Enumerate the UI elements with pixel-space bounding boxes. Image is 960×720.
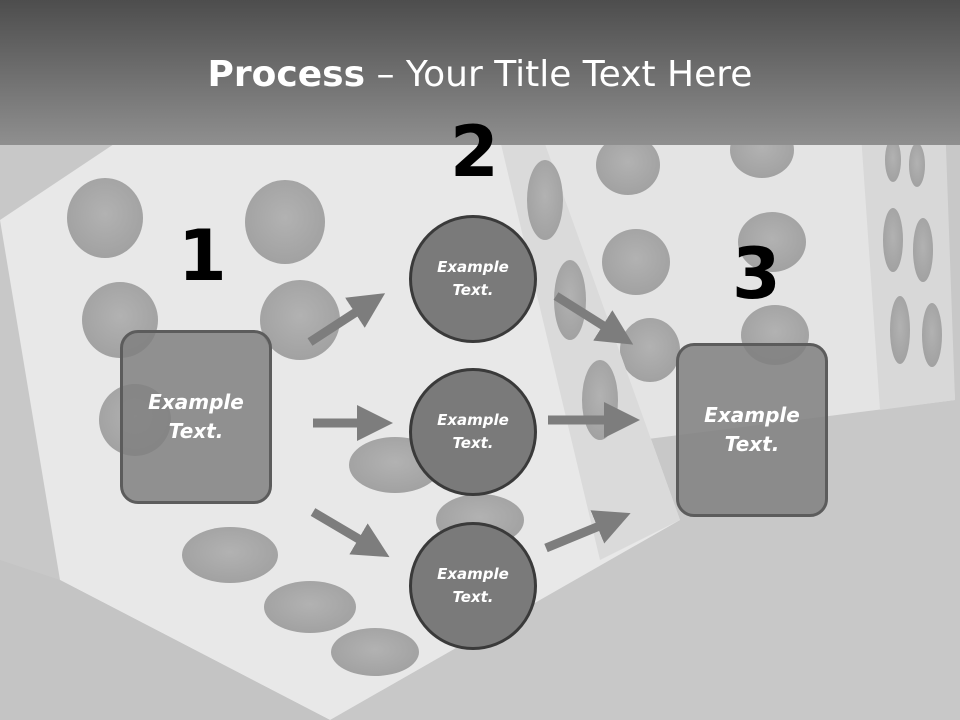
- arrow-2a-to-3: [553, 292, 634, 345]
- circle-top-line2: Text.: [452, 281, 494, 299]
- arrow-1-to-2c: [310, 508, 390, 558]
- slide-title: Process – Your Title Text Here: [0, 52, 960, 98]
- step-number-1: 1: [178, 215, 227, 297]
- step-1-box[interactable]: Example Text.: [120, 330, 272, 504]
- circle-bottom-line1: Example: [437, 565, 509, 583]
- arrow-2c-to-3: [544, 510, 631, 553]
- step-number-3: 3: [732, 233, 781, 315]
- step-2-circle-middle[interactable]: Example Text.: [409, 368, 537, 496]
- step-3-text-line1: Example: [704, 403, 800, 427]
- step-2-circle-top[interactable]: Example Text.: [409, 215, 537, 343]
- circle-middle-line2: Text.: [452, 434, 494, 452]
- circle-bottom-line2: Text.: [452, 588, 494, 606]
- arrow-1-to-2a: [307, 293, 386, 346]
- step-3-text-line2: Text.: [724, 432, 780, 456]
- title-bold: Process: [207, 54, 366, 95]
- header-band: [0, 0, 960, 145]
- step-3-box[interactable]: Example Text.: [676, 343, 828, 517]
- step-2-circle-bottom[interactable]: Example Text.: [409, 522, 537, 650]
- step-1-text-line1: Example: [148, 390, 244, 414]
- step-1-text-line2: Text.: [168, 419, 224, 443]
- step-number-2: 2: [450, 111, 499, 193]
- circle-middle-line1: Example: [437, 411, 509, 429]
- circle-top-line1: Example: [437, 258, 509, 276]
- title-rest: – Your Title Text Here: [365, 54, 753, 95]
